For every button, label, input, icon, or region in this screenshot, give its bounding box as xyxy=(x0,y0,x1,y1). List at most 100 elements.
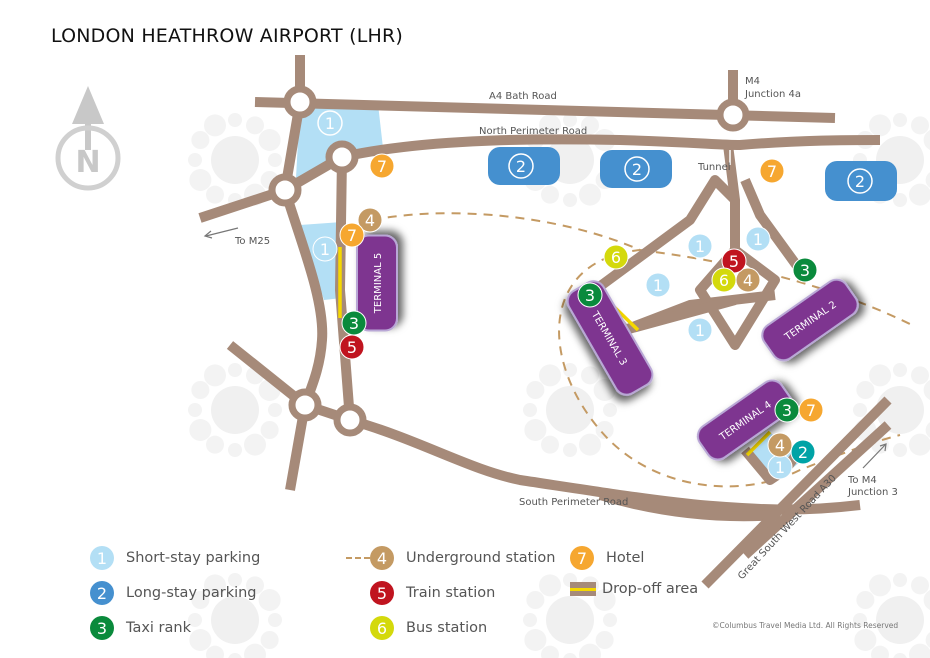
watermark-dot xyxy=(204,574,226,597)
legend-label: Bus station xyxy=(406,620,488,636)
watermark-dot xyxy=(211,386,259,434)
long-stay-parking-marker[interactable]: 2 xyxy=(624,156,650,182)
watermark-dot xyxy=(244,643,266,658)
short-stay-parking-marker[interactable]: 1 xyxy=(645,272,671,298)
marker-number: 1 xyxy=(695,237,705,256)
train-station-marker[interactable]: 5 xyxy=(339,334,365,360)
watermark-dot xyxy=(593,379,616,401)
marker-number: 1 xyxy=(695,321,705,340)
tunnel-label: Tunnel xyxy=(697,162,731,173)
short-stay-parking-marker[interactable]: 1 xyxy=(317,110,343,136)
taxi-rank-marker[interactable]: 3 xyxy=(341,310,367,336)
marker-number: 1 xyxy=(320,240,330,259)
parking-marker[interactable]: 2 xyxy=(790,439,816,465)
compass: N xyxy=(55,86,121,191)
to-m25-label: To M25 xyxy=(234,236,270,247)
watermark-dot xyxy=(854,629,877,651)
watermark-dot xyxy=(268,403,282,417)
watermark-dot xyxy=(244,433,266,456)
watermark-dot xyxy=(246,576,264,595)
a30-label: Great South West Road A30 xyxy=(736,473,839,582)
watermark-dot xyxy=(260,631,279,649)
watermark-dot xyxy=(541,645,559,658)
watermark-dot xyxy=(563,363,577,377)
short-stay-parking-marker[interactable]: 1 xyxy=(687,317,713,343)
watermark-dot xyxy=(579,433,601,456)
watermark-dot xyxy=(925,422,930,438)
south-perimeter-label: South Perimeter Road xyxy=(519,497,628,508)
to-m25-arrow-icon xyxy=(203,227,239,239)
copyright: ©Columbus Travel Media Ltd. All Rights R… xyxy=(712,621,899,630)
terminal-5[interactable]: TERMINAL 5 xyxy=(356,234,398,332)
m4-junction-label: Junction 4a xyxy=(744,89,801,100)
watermark-dot xyxy=(546,386,594,434)
watermark-dot xyxy=(228,363,242,377)
watermark-dot xyxy=(871,645,889,658)
watermark-dot xyxy=(523,403,537,417)
marker-number: 7 xyxy=(767,162,777,181)
short-stay-parking-icon: 1 xyxy=(90,546,114,570)
watermark-dot xyxy=(893,573,907,587)
legend-item: Drop-off area xyxy=(570,581,698,597)
watermark-dot xyxy=(893,363,907,377)
hotel-marker[interactable]: 7 xyxy=(369,153,395,179)
marker-number: 1 xyxy=(325,114,335,133)
north-perimeter-label: North Perimeter Road xyxy=(479,126,587,137)
watermark-dot xyxy=(206,645,224,658)
taxi-rank-marker[interactable]: 3 xyxy=(577,282,603,308)
bus-station-icon: 6 xyxy=(370,616,394,640)
watermark-dot xyxy=(853,613,867,627)
long-stay-parking-marker[interactable]: 2 xyxy=(847,168,873,194)
marker-number: 1 xyxy=(775,458,785,477)
watermark-dot xyxy=(228,653,242,658)
taxi-rank-marker[interactable]: 3 xyxy=(792,257,818,283)
short-stay-parking-marker[interactable]: 1 xyxy=(312,236,338,262)
watermark-dot xyxy=(260,421,279,439)
bus-station-marker[interactable]: 6 xyxy=(711,267,737,293)
watermark-dot xyxy=(206,435,224,454)
watermark-dot xyxy=(603,403,617,417)
short-stay-parking-marker[interactable]: 1 xyxy=(745,226,771,252)
watermark-dot xyxy=(909,183,930,206)
watermark-dot xyxy=(541,185,559,204)
watermark-dot xyxy=(856,381,875,399)
underground-station-marker[interactable]: 4 xyxy=(735,267,761,293)
marker-number: 4 xyxy=(743,271,753,290)
watermark-layer xyxy=(188,113,930,658)
taxi-rank-marker[interactable]: 3 xyxy=(774,397,800,423)
underground-station-marker[interactable]: 4 xyxy=(767,432,793,458)
watermark-dot xyxy=(923,590,930,610)
watermark-dot xyxy=(893,113,907,127)
watermark-dot xyxy=(189,419,212,441)
watermark-dot xyxy=(909,643,930,658)
watermark-dot xyxy=(258,589,281,611)
watermark-dot xyxy=(911,366,929,385)
tunnel-marks xyxy=(729,150,739,165)
watermark-dot xyxy=(579,643,601,658)
compass-label: N xyxy=(75,145,100,180)
long-stay-parking-icon: 2 xyxy=(90,581,114,605)
watermark-dot xyxy=(191,591,210,609)
watermark-dot xyxy=(268,153,282,167)
long-stay-parking-marker[interactable]: 2 xyxy=(508,153,534,179)
watermark-dot xyxy=(923,130,930,150)
underground-station-marker[interactable]: 4 xyxy=(357,207,383,233)
hotel-marker[interactable]: 7 xyxy=(339,222,365,248)
watermark-dot xyxy=(523,613,537,627)
drop-off-icon xyxy=(570,582,596,596)
short-stay-parking-marker[interactable]: 1 xyxy=(767,454,793,480)
watermark-dot xyxy=(204,114,226,137)
hotel-marker[interactable]: 7 xyxy=(759,158,785,184)
watermark-dot xyxy=(563,443,577,457)
watermark-dot xyxy=(539,574,561,597)
short-stay-parking-marker[interactable]: 1 xyxy=(687,233,713,259)
watermark-dot xyxy=(211,136,259,184)
bus-station-marker[interactable]: 6 xyxy=(603,244,629,270)
watermark-dot xyxy=(876,386,924,434)
watermark-dot xyxy=(188,403,202,417)
hotel-marker[interactable]: 7 xyxy=(798,397,824,423)
